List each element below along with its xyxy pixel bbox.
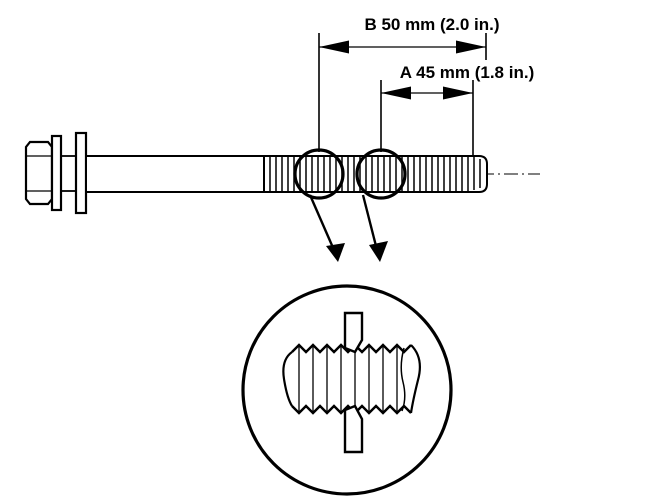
arrowhead-a-right <box>443 86 473 100</box>
dimension-label-a: A 45 mm (1.8 in.) <box>400 63 534 82</box>
hex-head-outline <box>24 140 54 206</box>
bolt-assembly <box>24 131 488 215</box>
arrowhead-b-right <box>456 40 486 54</box>
leader-line-a <box>361 194 379 251</box>
thread-flank-lines <box>298 346 398 412</box>
dimension-line-b <box>319 40 486 54</box>
gauge-blade-lower <box>343 404 364 454</box>
leader-line-b <box>308 194 336 251</box>
thread-inner-break-line <box>400 347 406 412</box>
dimension-line-a <box>381 86 473 100</box>
callout-circle-b <box>293 148 345 200</box>
arrowhead-a-left <box>381 86 411 100</box>
thread-break-left <box>282 351 293 407</box>
thread-pitch-gauge <box>343 311 364 454</box>
dimension-label-b: B 50 mm (2.0 in.) <box>364 15 499 34</box>
thread-break-right <box>409 344 421 414</box>
detail-view-circle <box>241 284 453 496</box>
leader-arrowhead-a <box>369 241 388 262</box>
leader-arrowhead-b <box>326 243 345 262</box>
head-flange-washer <box>50 134 63 212</box>
arrowhead-b-left <box>319 40 349 54</box>
callout-circle-a <box>355 148 407 200</box>
shoulder-washer <box>74 131 88 215</box>
gauge-blade-upper <box>343 311 364 354</box>
leader-lines <box>308 194 388 262</box>
unthreaded-shank <box>85 155 266 193</box>
